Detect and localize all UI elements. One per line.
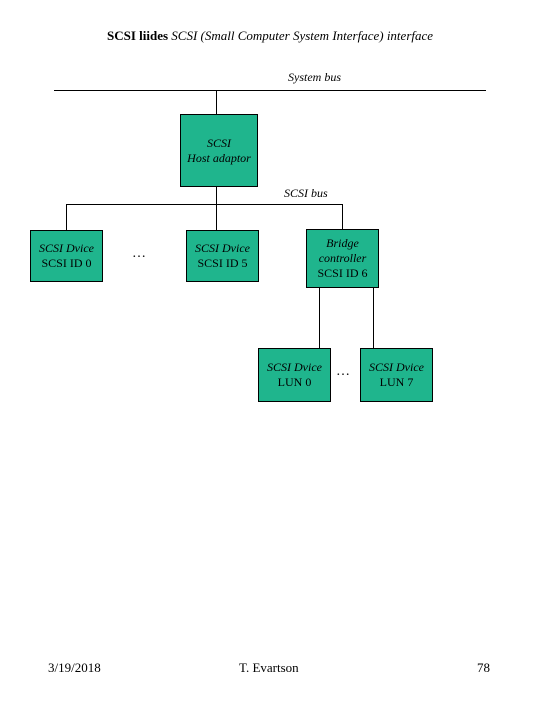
scsi-bus-line bbox=[66, 204, 343, 205]
title-bold: SCSI liides bbox=[106, 28, 169, 43]
lun0-line1: SCSI Dvice bbox=[267, 360, 322, 374]
device-id5-line1: SCSI Dvice bbox=[195, 241, 250, 255]
lun0-connector bbox=[319, 288, 320, 348]
host-connector-line bbox=[216, 90, 217, 114]
lun0-box: SCSI Dvice LUN 0 bbox=[258, 348, 331, 402]
bridge-line3: SCSI ID 6 bbox=[317, 266, 368, 280]
footer-author: T. Evartson bbox=[239, 660, 299, 675]
device5-connector bbox=[216, 204, 217, 230]
device-id5-box: SCSI Dvice SCSI ID 5 bbox=[186, 230, 259, 282]
bridge-line1: Bridge bbox=[326, 236, 359, 250]
lun7-box: SCSI Dvice LUN 7 bbox=[360, 348, 433, 402]
host-down-line bbox=[216, 187, 217, 204]
device-id0-line1: SCSI Dvice bbox=[39, 241, 94, 255]
luns-ellipsis: … bbox=[336, 364, 351, 379]
device-id0-box: SCSI Dvice SCSI ID 0 bbox=[30, 230, 103, 282]
bridge-connector bbox=[342, 204, 343, 229]
bridge-line2: controller bbox=[318, 251, 367, 265]
footer-page-number: 78 bbox=[477, 660, 490, 675]
lun7-line2: LUN 7 bbox=[379, 375, 414, 389]
devices-ellipsis: … bbox=[132, 246, 147, 261]
device-id0-line2: SCSI ID 0 bbox=[41, 256, 92, 270]
footer-date: 3/19/2018 bbox=[48, 660, 101, 675]
system-bus-label: System bus bbox=[288, 70, 341, 84]
page-title: SCSI liides SCSI (Small Computer System … bbox=[0, 28, 540, 44]
bridge-controller-box: Bridge controller SCSI ID 6 bbox=[306, 229, 379, 288]
lun7-connector bbox=[373, 288, 374, 348]
system-bus-line bbox=[54, 90, 486, 91]
scsi-bus-label: SCSI bus bbox=[284, 186, 328, 200]
host-adaptor-line1: SCSI bbox=[207, 135, 231, 150]
host-adaptor-line2: Host adaptor bbox=[187, 150, 251, 165]
host-adaptor-box: SCSI Host adaptor bbox=[180, 114, 258, 187]
title-italic: SCSI (Small Computer System Interface) i… bbox=[171, 28, 434, 43]
device0-connector bbox=[66, 204, 67, 230]
device-id5-line2: SCSI ID 5 bbox=[197, 256, 248, 270]
lun7-line1: SCSI Dvice bbox=[369, 360, 424, 374]
lun0-line2: LUN 0 bbox=[277, 375, 312, 389]
